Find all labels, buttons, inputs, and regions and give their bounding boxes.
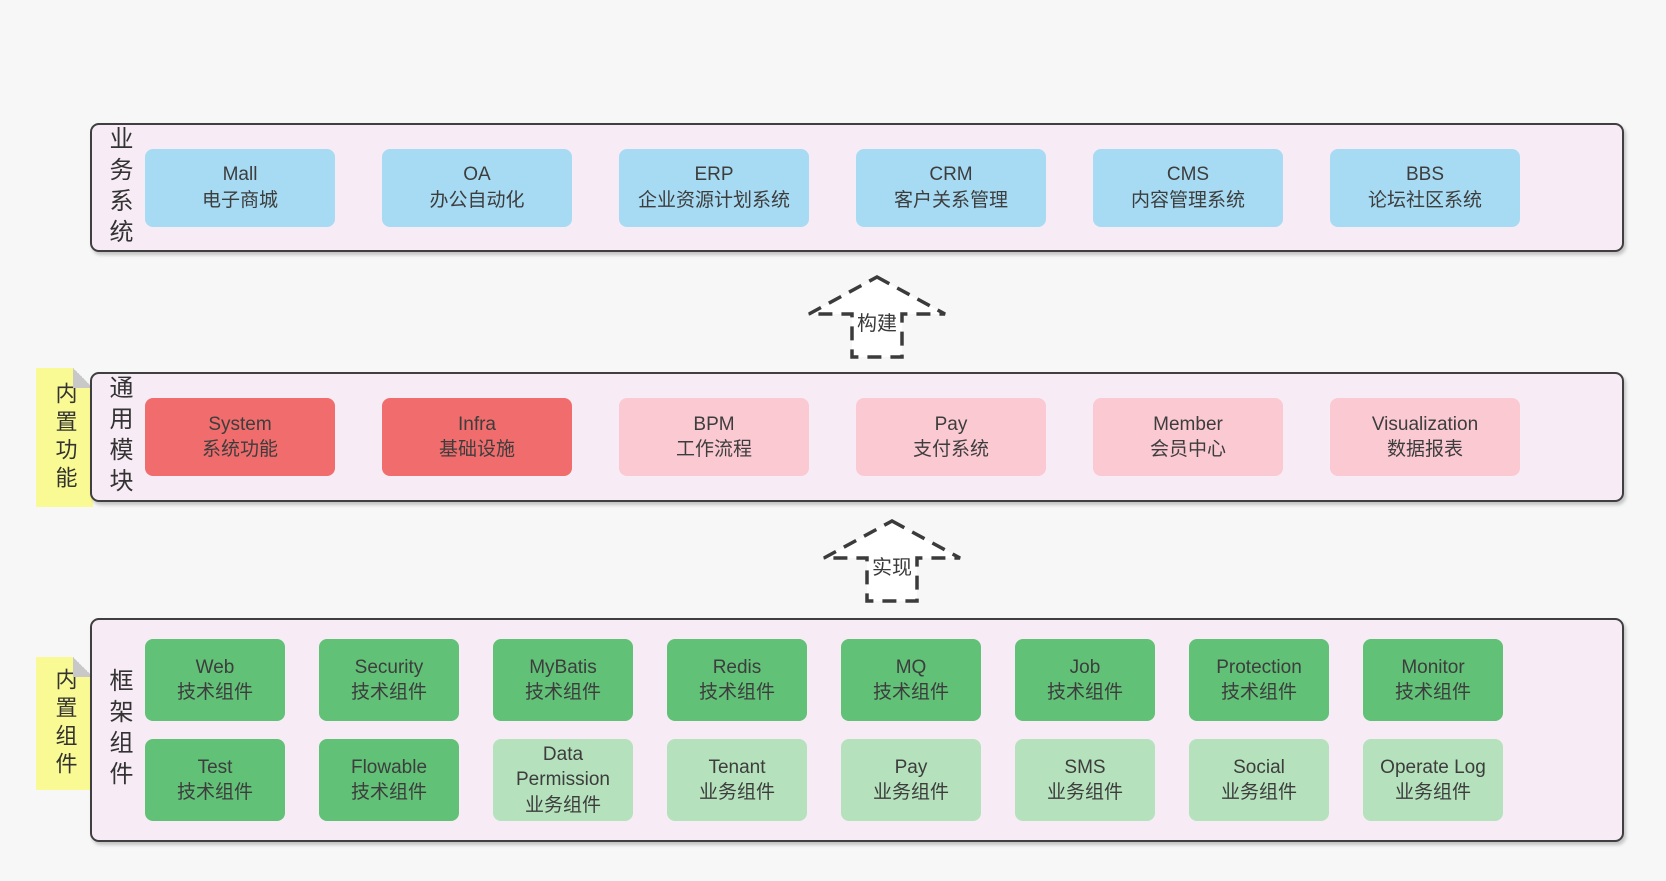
box-web: Web 技术组件 [145, 639, 285, 721]
box-title: ERP [694, 164, 734, 186]
box-subtitle: 技术组件 [524, 682, 601, 703]
box-title: SMS [1064, 756, 1106, 778]
box-title: Pay [894, 756, 928, 778]
box-mybatis: MyBatis 技术组件 [493, 639, 633, 721]
box-title: OA [463, 164, 491, 186]
box-title: Redis [712, 656, 762, 678]
sticky-built-in-features: 内置功能 [36, 368, 93, 507]
box-subtitle: 内容管理系统 [1130, 189, 1245, 211]
box-social: Social 业务组件 [1189, 739, 1329, 821]
box-title: Monitor [1401, 656, 1465, 678]
box-crm: CRM 客户关系管理 [856, 148, 1046, 227]
box-subtitle: 客户关系管理 [893, 189, 1008, 211]
box-title: System [208, 413, 272, 435]
sticky-built-in-components: 内置组件 [36, 657, 93, 790]
box-subtitle: 技术组件 [176, 782, 253, 803]
box-title: BPM [693, 413, 735, 435]
box-subtitle: 业务组件 [1046, 782, 1123, 803]
box-title: Infra [457, 413, 497, 435]
box-subtitle: 技术组件 [1394, 682, 1471, 703]
box-subtitle: 企业资源计划系统 [637, 189, 790, 211]
box-bbs: BBS 论坛社区系统 [1330, 148, 1520, 227]
box-test: Test 技术组件 [145, 739, 285, 821]
box-system: System 系统功能 [145, 398, 335, 476]
box-title: Operate Log [1380, 756, 1486, 778]
box-title: Web [195, 656, 235, 678]
box-pay-module: Pay 支付系统 [856, 398, 1046, 476]
box-subtitle: 数据报表 [1386, 439, 1463, 460]
implement-arrow-label: 实现 [869, 551, 915, 580]
box-title: Protection [1216, 656, 1302, 678]
box-title: CMS [1166, 164, 1210, 186]
box-title: Job [1069, 656, 1101, 678]
build-arrow-label: 构建 [854, 307, 900, 336]
band-label-framework-components: 框架组件 [105, 668, 132, 792]
box-sms: SMS 业务组件 [1015, 739, 1155, 821]
build-arrow: 构建 [806, 274, 948, 360]
box-subtitle: 业务组件 [524, 794, 601, 816]
band-common-modules: 通用模块 System 系统功能 Infra 基础设施 BPM 工作流程 Pay… [90, 372, 1624, 502]
box-subtitle: 技术组件 [176, 682, 253, 703]
box-title: Mall [222, 164, 258, 186]
box-title: Tenant [708, 756, 766, 778]
box-subtitle: 办公自动化 [429, 189, 525, 211]
box-infra: Infra 基础设施 [382, 398, 572, 476]
box-title: BBS [1405, 164, 1445, 186]
box-pay-component: Pay 业务组件 [841, 739, 981, 821]
box-cms: CMS 内容管理系统 [1093, 148, 1283, 227]
box-title: Data Permission [516, 744, 610, 791]
box-title: CRM [929, 164, 973, 186]
box-title: Visualization [1371, 413, 1479, 435]
box-subtitle: 系统功能 [201, 439, 278, 460]
box-operate-log: Operate Log 业务组件 [1363, 739, 1503, 821]
box-mq: MQ 技术组件 [841, 639, 981, 721]
box-title: Member [1153, 413, 1223, 435]
box-subtitle: 工作流程 [675, 439, 752, 460]
box-subtitle: 业务组件 [1394, 782, 1471, 803]
box-oa: OA 办公自动化 [382, 148, 572, 227]
box-redis: Redis 技术组件 [667, 639, 807, 721]
box-title: Test [197, 756, 233, 778]
band-framework-components: 框架组件 Web 技术组件 Security 技术组件 MyBatis 技术组件… [90, 618, 1624, 842]
band-content-framework-components: Web 技术组件 Security 技术组件 MyBatis 技术组件 Redi… [145, 620, 1622, 840]
box-security: Security 技术组件 [319, 639, 459, 721]
box-title: Pay [934, 413, 968, 435]
box-title: Security [354, 656, 424, 678]
box-subtitle: 技术组件 [1220, 682, 1297, 703]
box-subtitle: 技术组件 [872, 682, 949, 703]
box-subtitle: 业务组件 [1220, 782, 1297, 803]
box-mall: Mall 电子商城 [145, 148, 335, 227]
box-title: Flowable [350, 756, 428, 778]
box-bpm: BPM 工作流程 [619, 398, 809, 476]
box-monitor: Monitor 技术组件 [1363, 639, 1503, 721]
box-title: Social [1233, 756, 1285, 778]
box-subtitle: 业务组件 [872, 782, 949, 803]
box-tenant: Tenant 业务组件 [667, 739, 807, 821]
box-visualization: Visualization 数据报表 [1330, 398, 1520, 476]
box-protection: Protection 技术组件 [1189, 639, 1329, 721]
box-subtitle: 技术组件 [1046, 682, 1123, 703]
box-flowable: Flowable 技术组件 [319, 739, 459, 821]
band-content-common-modules: System 系统功能 Infra 基础设施 BPM 工作流程 Pay 支付系统… [145, 374, 1622, 500]
box-data-permission: Data Permission 业务组件 [493, 739, 633, 821]
box-title: MQ [895, 656, 927, 678]
box-subtitle: 支付系统 [912, 439, 989, 460]
box-subtitle: 技术组件 [698, 682, 775, 703]
box-member: Member 会员中心 [1093, 398, 1283, 476]
band-business-systems: 业务系统 Mall 电子商城 OA 办公自动化 ERP 企业资源计划系统 CRM… [90, 123, 1624, 252]
box-job: Job 技术组件 [1015, 639, 1155, 721]
implement-arrow: 实现 [821, 518, 963, 604]
box-subtitle: 业务组件 [698, 782, 775, 803]
box-subtitle: 电子商城 [201, 189, 278, 211]
box-erp: ERP 企业资源计划系统 [619, 148, 809, 227]
box-subtitle: 会员中心 [1149, 439, 1226, 460]
box-subtitle: 论坛社区系统 [1367, 189, 1482, 211]
box-subtitle: 技术组件 [350, 782, 427, 803]
band-label-business-systems: 业务系统 [105, 125, 132, 250]
band-content-business-systems: Mall 电子商城 OA 办公自动化 ERP 企业资源计划系统 CRM 客户关系… [145, 125, 1622, 250]
box-subtitle: 技术组件 [350, 682, 427, 703]
box-title: MyBatis [529, 656, 597, 678]
box-subtitle: 基础设施 [438, 439, 515, 460]
band-label-common-modules: 通用模块 [105, 375, 132, 499]
